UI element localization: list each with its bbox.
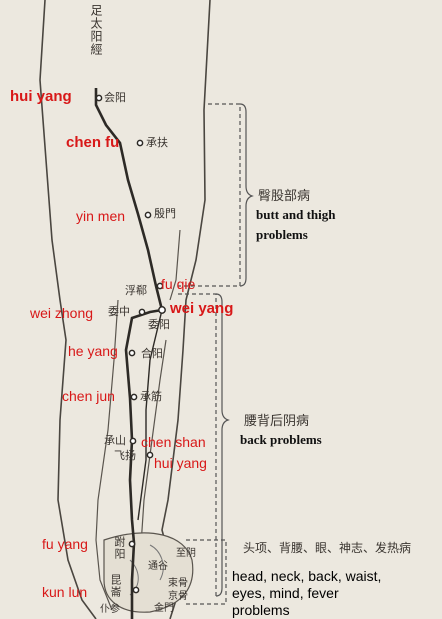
group-thigh-english-line1: butt and thigh xyxy=(256,207,336,222)
label-foot-tong-gu: 通谷 xyxy=(148,561,168,572)
point-dot-wei-yang xyxy=(158,306,166,314)
group-head-english-line3: problems xyxy=(232,602,290,618)
label-chinese-wei-yang: 委阳 xyxy=(148,318,170,331)
label-foot-shu-gu: 束骨 xyxy=(168,578,188,589)
label-pinyin-fei-yang: hui yang xyxy=(154,455,207,471)
label-chinese-he-yang: 合阳 xyxy=(141,347,163,360)
label-chinese-chen-jun: 承筋 xyxy=(140,390,162,403)
bracket-foot xyxy=(186,539,227,605)
label-pinyin-chen-shan: chen shan xyxy=(141,434,206,450)
label-chinese-fu-qie: 浮郗 xyxy=(125,284,147,297)
label-foot-jing-gu: 京骨 xyxy=(168,591,188,602)
bracket-thigh xyxy=(178,103,241,287)
label-chinese-chen-shan: 承山 xyxy=(104,434,126,447)
label-pinyin-he-yang: he yang xyxy=(68,343,118,359)
group-thigh-english-line2: problems xyxy=(256,227,308,242)
meridian-line xyxy=(94,88,164,619)
point-dot-fu-qie xyxy=(156,282,164,290)
point-dot-fei-yang xyxy=(146,451,154,459)
point-dot-he-yang xyxy=(128,349,136,357)
label-pinyin-fu-yang: fu yang xyxy=(42,536,88,552)
label-chinese-wei-zhong: 委中 xyxy=(108,305,130,318)
label-pinyin-chen-jun: chen jun xyxy=(62,388,115,404)
label-foot-jin-men: 金門 xyxy=(154,603,174,614)
label-pinyin-wei-yang: wei yang xyxy=(170,300,234,317)
label-chinese-chen-fu: 承扶 xyxy=(146,136,168,149)
label-pinyin-hui-yang: hui yang xyxy=(10,88,72,105)
point-dot-fu-yang xyxy=(128,540,136,548)
foot-outline xyxy=(103,532,194,613)
label-chinese-hui-yang: 会阳 xyxy=(104,91,126,104)
meridian-title: 足太阳經 xyxy=(89,4,103,56)
point-dot-yin-men xyxy=(144,211,152,219)
group-head-english-line1: head, neck, back, waist, xyxy=(232,568,382,584)
group-head-english-line2: eyes, mind, fever xyxy=(232,585,339,601)
leg-outline-left xyxy=(39,0,97,619)
label-chinese-yin-men: 殷門 xyxy=(154,207,176,220)
group-head-chinese: 头项、背腰、眼、神志、发热病 xyxy=(243,541,412,555)
label-chinese-fu-yang: 跗阳 xyxy=(113,536,126,560)
point-dot-chen-fu xyxy=(136,139,144,147)
point-dot-kun-lun xyxy=(132,586,140,594)
label-foot-zhi-yin: 至阴 xyxy=(176,548,196,559)
label-pinyin-kun-lun: kun lun xyxy=(42,584,88,600)
point-dot-chen-jun xyxy=(130,393,138,401)
group-back-chinese: 腰背后阴病 xyxy=(244,414,310,429)
group-back-english: back problems xyxy=(240,432,322,447)
point-dot-hui-yang xyxy=(95,94,103,102)
label-pinyin-wei-zhong: wei zhong xyxy=(30,305,94,321)
point-dot-wei-zhong xyxy=(138,308,146,316)
label-chinese-kun-lun: 昆崙 xyxy=(109,574,122,598)
label-chinese-fei-yang: 飞扬 xyxy=(114,449,136,462)
group-thigh-chinese: 臀股部病 xyxy=(258,189,311,204)
label-foot-pu-can: 仆参 xyxy=(100,604,120,615)
label-pinyin-chen-fu: chen fu xyxy=(66,134,120,151)
point-dot-chen-shan xyxy=(129,437,137,445)
label-pinyin-yin-men: yin men xyxy=(76,208,126,224)
label-pinyin-fu-qie: fu qie xyxy=(161,276,196,292)
